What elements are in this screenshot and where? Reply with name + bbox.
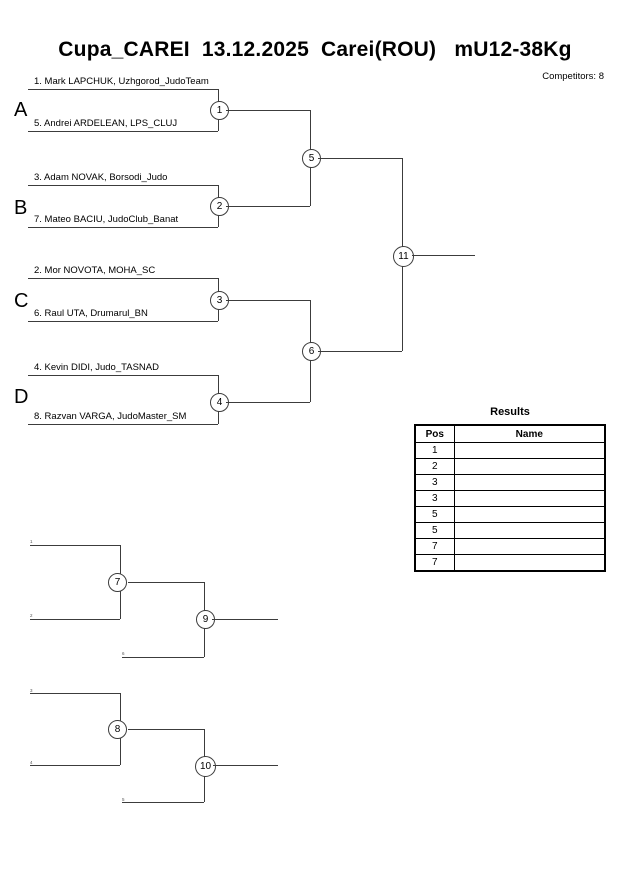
slot-line-6 [28,321,218,322]
table-row: 2 [414,458,606,475]
repechage-seed-tag-5: 5 [122,797,125,802]
repechage-slot-line-5 [122,802,204,803]
table-row: 3 [414,474,606,491]
feed-line-match6-to-11 [318,351,402,352]
winner-output-line [412,255,475,256]
result-pos: 7 [414,554,455,572]
match-circle-5[interactable]: 5 [302,149,321,168]
group-letter-c: C [14,290,29,312]
repechage-seed-tag-2: 2 [30,613,33,618]
match-circle-7[interactable]: 7 [108,573,127,592]
result-pos: 3 [414,490,455,507]
table-row: 5 [414,522,606,539]
slot-line-7 [28,227,218,228]
result-name[interactable] [453,506,606,523]
result-name[interactable] [453,442,606,459]
competitors-count: Competitors: 8 [542,71,604,82]
result-name[interactable] [453,554,606,572]
repechage-slot-line-6 [122,657,204,658]
repechage-seed-tag-4: 4 [30,760,33,765]
page-title: Cupa_CAREI 13.12.2025 Carei(ROU) mU12-38… [58,38,572,61]
competitor-slot-8: 8. Razvan VARGA, JudoMaster_SM [34,411,187,422]
competitor-slot-3: 3. Adam NOVAK, Borsodi_Judo [34,172,168,183]
slot-line-3 [28,185,218,186]
repechage-seed-tag-1: 1 [30,539,33,544]
slot-line-1 [28,89,218,90]
repechage-output-line-10 [213,765,278,766]
competitor-slot-7: 7. Mateo BACIU, JudoClub_Banat [34,214,179,225]
results-table: Pos Name 1 2 3 3 [414,424,606,572]
match-circle-8[interactable]: 8 [108,720,127,739]
result-pos: 3 [414,474,455,491]
table-row: 3 [414,490,606,507]
competitor-slot-4: 4. Kevin DIDI, Judo_TASNAD [34,362,159,373]
result-pos: 1 [414,442,455,459]
competitor-slot-5: 5. Andrei ARDELEAN, LPS_CLUJ [34,118,178,129]
result-pos: 7 [414,538,455,555]
results-panel: Results Pos Name 1 2 3 [414,406,606,572]
feed-line-match8-to-10 [128,729,204,730]
repechage-slot-line-1 [30,545,120,546]
repechage-slot-line-3 [30,693,120,694]
result-name[interactable] [453,458,606,475]
repechage-seed-tag-3: 3 [30,688,33,693]
result-name[interactable] [453,490,606,507]
results-header-row: Pos Name [414,424,606,443]
results-header-pos: Pos [414,424,455,443]
feed-line-match7-to-9 [128,582,204,583]
table-row: 1 [414,442,606,459]
feed-line-match2-to-5 [226,206,310,207]
result-pos: 2 [414,458,455,475]
group-letter-a: A [14,99,28,121]
group-letter-d: D [14,386,29,408]
result-name[interactable] [453,538,606,555]
feed-line-match3-to-6 [226,300,310,301]
result-name[interactable] [453,474,606,491]
match-circle-6[interactable]: 6 [302,342,321,361]
results-header-name: Name [453,424,606,443]
result-name[interactable] [453,522,606,539]
feed-line-match4-to-6 [226,402,310,403]
slot-line-5 [28,131,218,132]
competitor-slot-6: 6. Raul UTA, Drumarul_BN [34,308,148,319]
repechage-slot-line-4 [30,765,120,766]
slot-line-8 [28,424,218,425]
repechage-slot-line-2 [30,619,120,620]
match-circle-11[interactable]: 11 [393,246,414,267]
feed-line-match1-to-5 [226,110,310,111]
table-row: 7 [414,554,606,572]
repechage-seed-tag-6: 6 [122,651,125,656]
result-pos: 5 [414,522,455,539]
results-title: Results [490,406,530,418]
competitor-slot-1: 1. Mark LAPCHUK, Uzhgorod_JudoTeam [34,76,209,87]
group-letter-b: B [14,197,28,219]
result-pos: 5 [414,506,455,523]
slot-line-4 [28,375,218,376]
table-row: 5 [414,506,606,523]
table-row: 7 [414,538,606,555]
feed-line-match5-to-11 [318,158,402,159]
match-circle-10[interactable]: 10 [195,756,216,777]
slot-line-2 [28,278,218,279]
repechage-output-line-9 [212,619,278,620]
competitor-slot-2: 2. Mor NOVOTA, MOHA_SC [34,265,156,276]
